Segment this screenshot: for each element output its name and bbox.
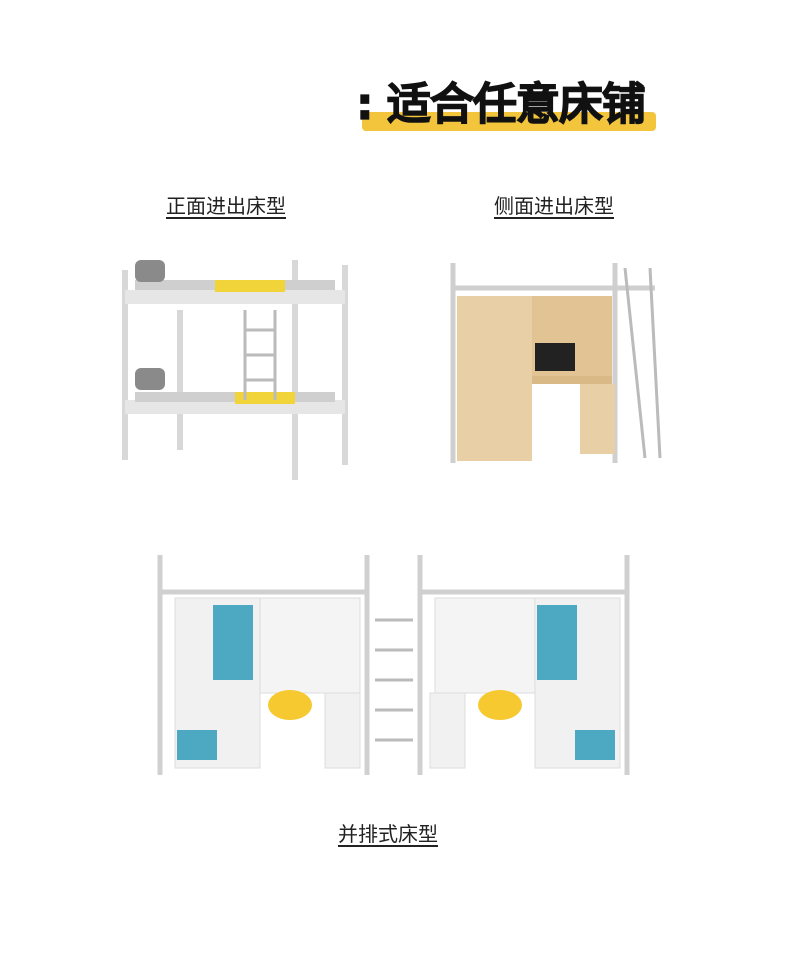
- title-highlight: [362, 112, 656, 131]
- side-by-side-bed-image: [157, 555, 630, 775]
- caption-front-entry: 正面进出床型: [166, 194, 286, 218]
- bunk-bed-image: [122, 260, 348, 480]
- page-title: : 适合任意床铺: [355, 78, 646, 130]
- loft-bed-image: [450, 263, 662, 463]
- caption-side-entry: 侧面进出床型: [494, 194, 614, 218]
- caption-side-by-side: 并排式床型: [338, 822, 438, 846]
